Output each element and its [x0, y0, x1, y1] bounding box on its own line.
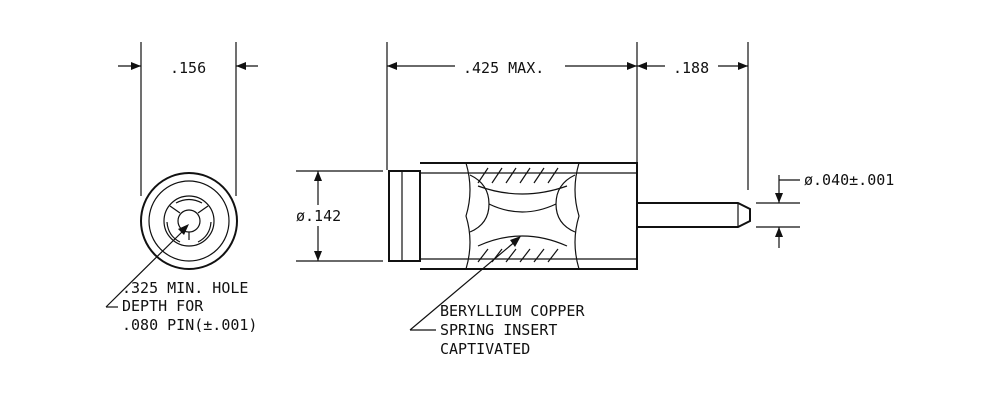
- body-length-dim: .425 MAX.: [463, 59, 544, 77]
- hole-note: .325 MIN. HOLE DEPTH FOR .080 PIN(±.001): [105, 224, 257, 334]
- hole-note-line-3: .080 PIN(±.001): [122, 316, 257, 334]
- hole-note-line-2: DEPTH FOR: [122, 297, 204, 315]
- end-view: .156: [118, 42, 258, 270]
- pin-diameter-dim: ø.040±.001: [804, 171, 894, 189]
- end-view-diameter-dim: .156: [170, 59, 206, 77]
- hole-note-line-1: .325 MIN. HOLE: [122, 279, 248, 297]
- insert-note-line-3: CAPTIVATED: [440, 340, 530, 358]
- insert-note-line-2: SPRING INSERT: [440, 321, 557, 339]
- pin-length-dim: .188: [673, 59, 709, 77]
- insert-note: BERYLLIUM COPPER SPRING INSERT CAPTIVATE…: [409, 236, 585, 358]
- body-diameter-dim: ø.142: [296, 207, 341, 225]
- side-view: .425 MAX. .188 ø.142: [296, 42, 894, 270]
- insert-note-line-1: BERYLLIUM COPPER: [440, 302, 585, 320]
